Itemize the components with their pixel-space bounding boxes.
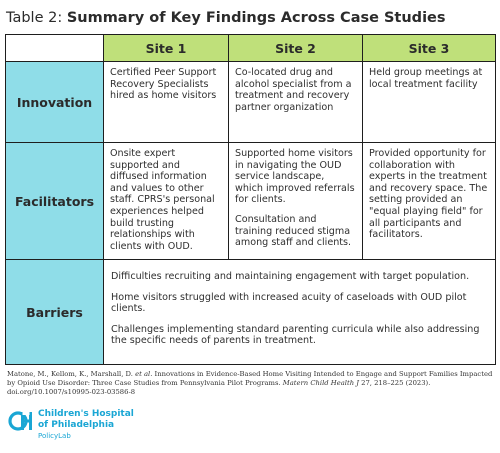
row-header-innovation: Innovation bbox=[5, 61, 104, 143]
header-row: Site 1 Site 2 Site 3 bbox=[5, 34, 496, 62]
cell-text: Held group meetings at local treatment f… bbox=[369, 67, 483, 90]
logo-policylab: PolicyLab bbox=[38, 432, 71, 440]
column-header-site-1: Site 1 bbox=[103, 34, 229, 62]
citation-details: 27, 218–225 (2023). doi.org/10.1007/s109… bbox=[7, 379, 431, 396]
logo-line-1: Children's Hospital bbox=[38, 409, 134, 419]
corner-cell bbox=[5, 34, 104, 62]
chop-logo-icon bbox=[8, 409, 32, 431]
table-number: Table 2: bbox=[6, 10, 67, 26]
barrier-item: Difficulties recruiting and maintaining … bbox=[111, 271, 470, 282]
row-header-barriers: Barriers bbox=[5, 259, 104, 365]
innovation-site-2: Co-located drug and alcohol specialist f… bbox=[228, 61, 363, 143]
table-row: Barriers Difficulties recruiting and mai… bbox=[5, 259, 496, 365]
table-row: Innovation Certified Peer Support Recove… bbox=[5, 61, 496, 143]
table-title: Table 2: Summary of Key Findings Across … bbox=[6, 8, 494, 28]
facilitators-site-1: Onsite expert supported and diffused inf… bbox=[103, 142, 229, 260]
logo-wordmark: Children's Hospital of Philadelphia bbox=[38, 409, 134, 430]
citation-title: Innovations in Evidence-Based Home Visit… bbox=[7, 370, 493, 387]
chop-policylab-logo: Children's Hospital of Philadelphia Poli… bbox=[8, 409, 168, 449]
cell-text: Provided opportunity for collaboration w… bbox=[369, 148, 488, 241]
citation-et-al: et al. bbox=[135, 370, 153, 378]
facilitators-site-3: Provided opportunity for collaboration w… bbox=[362, 142, 496, 260]
citation-journal: Matern Child Health J bbox=[282, 379, 359, 387]
table-title-text: Summary of Key Findings Across Case Stud… bbox=[66, 10, 446, 26]
citation-authors: Matone, M., Kellom, K., Marshall, D. bbox=[7, 370, 136, 378]
barriers-merged-cell: Difficulties recruiting and maintaining … bbox=[103, 259, 496, 365]
column-header-site-2: Site 2 bbox=[228, 34, 363, 62]
logo-line-2: of Philadelphia bbox=[38, 419, 115, 430]
innovation-site-3: Held group meetings at local treatment f… bbox=[362, 61, 496, 143]
cell-text: Onsite expert supported and diffused inf… bbox=[110, 148, 215, 252]
row-header-facilitators: Facilitators bbox=[5, 142, 104, 260]
barrier-item: Home visitors struggled with increased a… bbox=[111, 291, 467, 315]
barrier-item: Challenges implementing standard parenti… bbox=[111, 323, 480, 347]
column-header-site-3: Site 3 bbox=[362, 34, 496, 62]
table-row: Facilitators Onsite expert supported and… bbox=[5, 142, 496, 260]
cell-text: Certified Peer Support Recovery Speciali… bbox=[110, 67, 217, 102]
cell-text: Consultation and training reduced stigma… bbox=[235, 213, 352, 249]
cell-text: Co-located drug and alcohol specialist f… bbox=[235, 67, 352, 113]
cell-text: Supported home visitors in navigating th… bbox=[235, 148, 355, 206]
innovation-site-1: Certified Peer Support Recovery Speciali… bbox=[103, 61, 229, 143]
facilitators-site-2: Supported home visitors in navigating th… bbox=[228, 142, 363, 260]
findings-table: Site 1 Site 2 Site 3 Innovation Certifie… bbox=[5, 34, 496, 365]
citation: Matone, M., Kellom, K., Marshall, D. et … bbox=[7, 370, 493, 397]
